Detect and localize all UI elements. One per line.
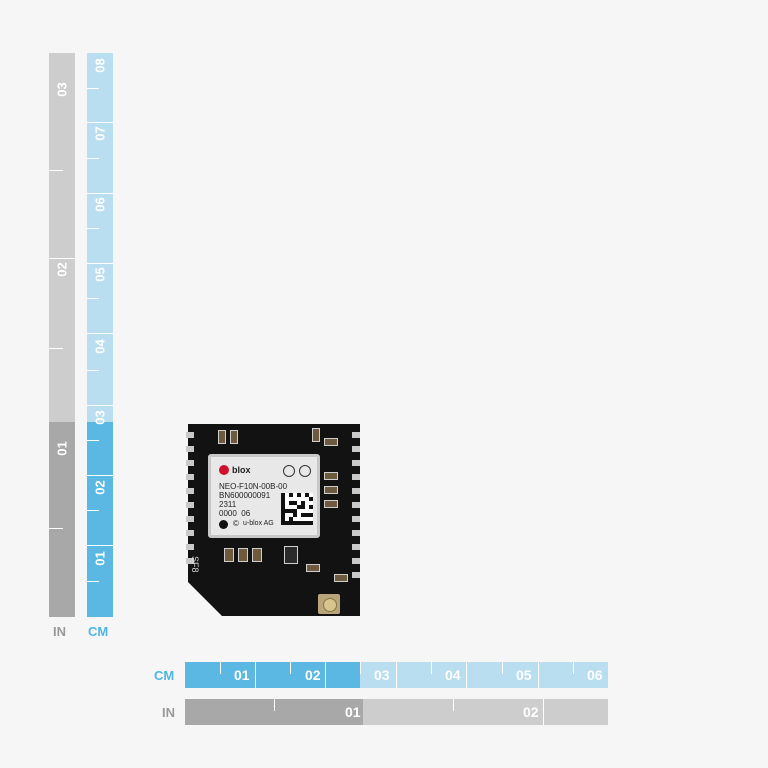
ruler-tick <box>87 158 99 159</box>
cm-tick-label: 01 <box>234 667 250 683</box>
smd-component <box>334 574 348 582</box>
ruler-tick <box>87 510 99 511</box>
ruler-tick <box>87 263 113 264</box>
ruler-tick <box>360 662 361 674</box>
cm-ruler-light-segment <box>360 662 608 688</box>
shield-can: blox NEO-F10N-00B-00 BN600000091 2311 00… <box>208 454 320 538</box>
compliance-marks <box>283 465 311 477</box>
serial-number: BN600000091 <box>219 491 271 500</box>
date-code: 2311 <box>219 500 237 509</box>
cm-unit-label: CM <box>154 668 175 683</box>
smd-component <box>218 430 226 444</box>
cm-unit-label: CM <box>88 624 109 639</box>
smd-component <box>306 564 320 572</box>
cm-ruler-light-segment <box>87 53 113 422</box>
ruler-tick <box>453 699 454 711</box>
ruler-tick <box>325 662 326 688</box>
ruler-tick <box>466 662 467 688</box>
smd-component <box>324 486 338 494</box>
gps-module-board: SF8 blox NEO-F10N-00B-00 BN600000091 231… <box>186 424 360 616</box>
ruler-tick <box>87 370 99 371</box>
cm-ruler-highlight-segment <box>185 662 360 688</box>
ublox-logo-icon <box>219 465 229 475</box>
smd-component <box>312 428 320 442</box>
ruler-tick <box>274 699 275 711</box>
ruler-tick <box>87 440 99 441</box>
ruler-tick <box>49 528 63 529</box>
antenna-connector <box>318 594 340 614</box>
ruler-tick <box>87 88 99 89</box>
cm-tick-label: 08 <box>92 58 108 73</box>
smd-component <box>230 430 238 444</box>
ruler-tick <box>543 699 544 725</box>
cm-tick-label: 02 <box>92 480 108 495</box>
smd-component <box>224 548 234 562</box>
cm-tick-label: 03 <box>374 667 390 683</box>
cm-tick-label: 01 <box>92 551 108 566</box>
ruler-tick <box>538 662 539 688</box>
ruler-tick <box>220 662 221 674</box>
maker-text: u-blox AG <box>243 520 274 527</box>
smd-component <box>324 472 338 480</box>
ruler-tick <box>502 662 503 674</box>
ruler-tick <box>431 662 432 674</box>
inch-tick-label: 01 <box>54 441 70 456</box>
cm-tick-label: 06 <box>587 667 603 683</box>
cm-tick-label: 04 <box>445 667 461 683</box>
copyright-icon: © <box>233 519 239 528</box>
ruler-tick <box>396 662 397 688</box>
inch-ruler-dark-segment <box>49 422 75 617</box>
cm-tick-label: 05 <box>92 267 108 282</box>
cm-tick-label: 06 <box>92 197 108 212</box>
ruler-tick <box>49 258 75 259</box>
ruler-tick <box>87 405 113 406</box>
pin1-dot <box>219 520 228 529</box>
smd-component <box>324 438 338 446</box>
ruler-tick <box>87 475 113 476</box>
inch-unit-label: IN <box>162 705 175 720</box>
ruler-tick <box>255 662 256 688</box>
ruler-tick <box>87 333 113 334</box>
brand-text: blox <box>232 465 251 475</box>
inch-tick-label: 02 <box>54 262 70 277</box>
ruler-tick <box>49 170 63 171</box>
ruler-tick <box>87 545 113 546</box>
datamatrix-code <box>281 493 313 525</box>
smd-component <box>284 546 298 564</box>
ruler-tick <box>87 122 113 123</box>
lot-code: 0000 06 <box>219 509 251 518</box>
ruler-tick <box>290 662 291 674</box>
cm-ruler-highlight-segment <box>87 422 113 617</box>
board-mark-text: SF8 <box>190 556 200 573</box>
cm-tick-label: 02 <box>305 667 321 683</box>
ruler-tick <box>573 662 574 674</box>
inch-tick-label: 03 <box>54 82 70 97</box>
inch-ruler-light-segment <box>363 699 608 725</box>
ruler-tick <box>87 298 99 299</box>
inch-tick-label: 02 <box>523 704 539 720</box>
ruler-tick <box>87 581 99 582</box>
inch-ruler-light-segment <box>49 53 75 422</box>
cm-tick-label: 05 <box>516 667 532 683</box>
smd-component <box>324 500 338 508</box>
ruler-tick <box>87 228 99 229</box>
cm-tick-label: 04 <box>92 339 108 354</box>
part-number: NEO-F10N-00B-00 <box>219 482 288 491</box>
ruler-tick <box>49 348 63 349</box>
ruler-tick <box>87 193 113 194</box>
cm-tick-label: 07 <box>92 126 108 141</box>
inch-unit-label: IN <box>53 624 66 639</box>
smd-component <box>252 548 262 562</box>
inch-tick-label: 01 <box>345 704 361 720</box>
smd-component <box>238 548 248 562</box>
cm-tick-label: 03 <box>92 410 108 425</box>
